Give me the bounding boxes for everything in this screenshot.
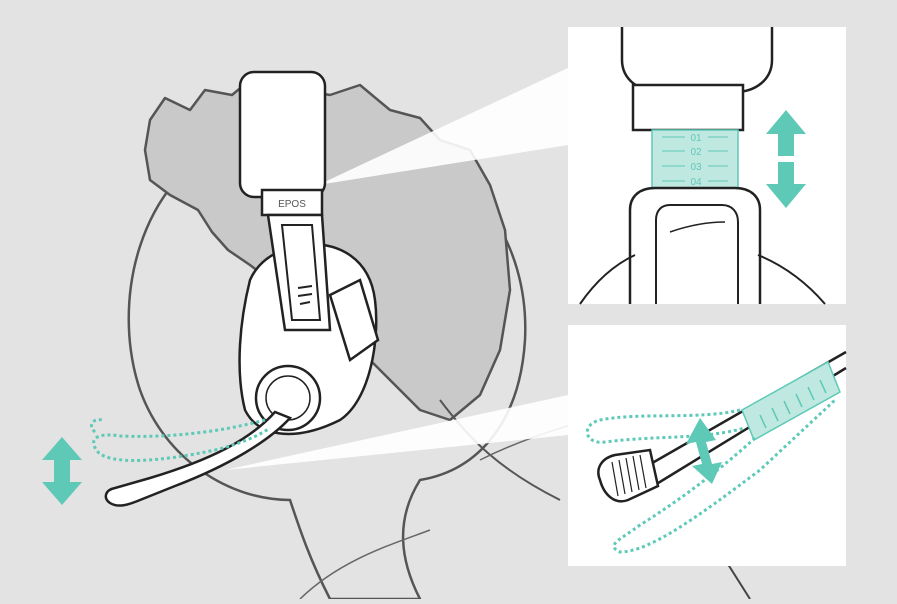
scale-mark-list xyxy=(662,136,728,182)
inset-boom-ticks xyxy=(759,379,827,429)
mic-adjust-arrow-icon xyxy=(42,437,82,505)
mic-boom-alt-position xyxy=(92,418,271,462)
headset-illustration: EPOS xyxy=(90,70,380,507)
inset-ear-cup-edge xyxy=(579,254,826,305)
band-adjust-arrow-icon xyxy=(766,110,806,208)
pointer-wedge-top xyxy=(318,68,568,185)
inset-boom-highlight xyxy=(741,360,841,442)
neck-line xyxy=(439,399,561,501)
logo-mark-icon xyxy=(297,285,313,305)
scale-mark-1: 01 xyxy=(690,133,702,144)
hinge-arm xyxy=(328,278,380,363)
brand-label: EPOS xyxy=(278,199,306,210)
inset-scale-band xyxy=(651,129,739,189)
headband-slider xyxy=(260,188,324,217)
band-scale-inset: 01 02 03 04 xyxy=(568,27,846,305)
inset-headband-pad xyxy=(620,27,774,94)
mic-boom-alt-tip xyxy=(90,418,103,434)
inset-mic-grill xyxy=(611,454,647,497)
scale-mark-4: 04 xyxy=(690,177,702,188)
mic-boom xyxy=(104,410,293,507)
shirt-fold-1 xyxy=(299,529,431,600)
inset-yoke xyxy=(628,186,762,304)
headband-pad xyxy=(238,70,327,199)
yoke-slot xyxy=(280,224,322,321)
inset-yoke-detail xyxy=(669,221,726,233)
scale-mark-3: 03 xyxy=(690,162,702,173)
boom-rotate-arrow-icon xyxy=(686,418,722,484)
mic-boom-inset xyxy=(568,325,847,566)
inset-mic-capsule xyxy=(597,448,660,503)
pointer-wedge-bottom xyxy=(225,395,568,470)
inset-yoke-slot xyxy=(655,204,739,304)
inset-bottom-panel xyxy=(568,325,846,566)
scale-mark-2: 02 xyxy=(690,147,702,158)
inset-slider-block xyxy=(631,83,745,132)
inset-mic-alt-position-upper xyxy=(586,408,746,444)
inset-mic-alt-position-lower xyxy=(612,398,837,554)
